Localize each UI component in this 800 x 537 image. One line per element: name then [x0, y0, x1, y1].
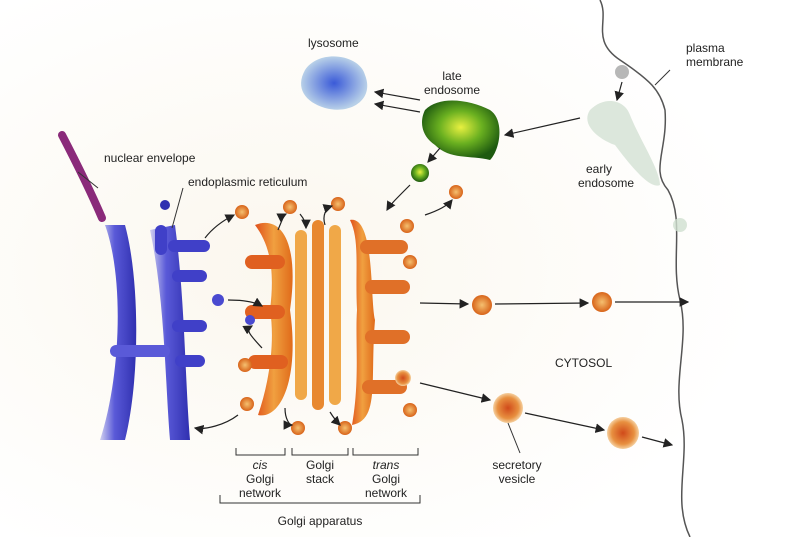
label-stack-1: Golgi [306, 458, 334, 472]
label-lysosome: lysosome [308, 36, 359, 50]
golgi-apparatus [245, 219, 410, 425]
label-golgi-apparatus: Golgi apparatus [278, 514, 363, 528]
label-trans-3: network [365, 486, 408, 500]
early-endosome [587, 100, 660, 186]
late-endosome [422, 100, 500, 160]
label-stack-2: stack [306, 472, 335, 486]
transport-vesicles [160, 185, 639, 449]
endosome-vesicle [411, 164, 429, 182]
label-cis-2: Golgi [246, 472, 274, 486]
label-nuclear-envelope: nuclear envelope [104, 151, 196, 165]
label-secretory-2: vesicle [499, 472, 536, 486]
label-secretory-1: secretory [492, 458, 541, 472]
label-plasma-membrane-2: membrane [686, 55, 744, 69]
label-late-endosome-2: endosome [424, 83, 480, 97]
label-cytosol: CYTOSOL [555, 356, 612, 370]
pathway-arrows [77, 69, 690, 454]
label-cis-3: network [239, 486, 282, 500]
label-plasma-membrane-1: plasma [686, 41, 725, 55]
label-late-endosome-1: late [442, 69, 462, 83]
endocytic-vesicle [615, 65, 629, 79]
plasma-membrane [599, 0, 691, 537]
lysosome [301, 56, 368, 110]
faint-vesicle [673, 218, 687, 232]
golgi-brackets [219, 448, 421, 504]
label-cis-1: cis [253, 458, 268, 472]
label-endoplasmic-reticulum: endoplasmic reticulum [188, 175, 307, 189]
label-trans-1: trans [373, 458, 400, 472]
label-early-endosome-2: endosome [578, 176, 634, 190]
endoplasmic-reticulum [100, 225, 210, 440]
label-early-endosome-1: early [586, 162, 612, 176]
label-trans-2: Golgi [372, 472, 400, 486]
